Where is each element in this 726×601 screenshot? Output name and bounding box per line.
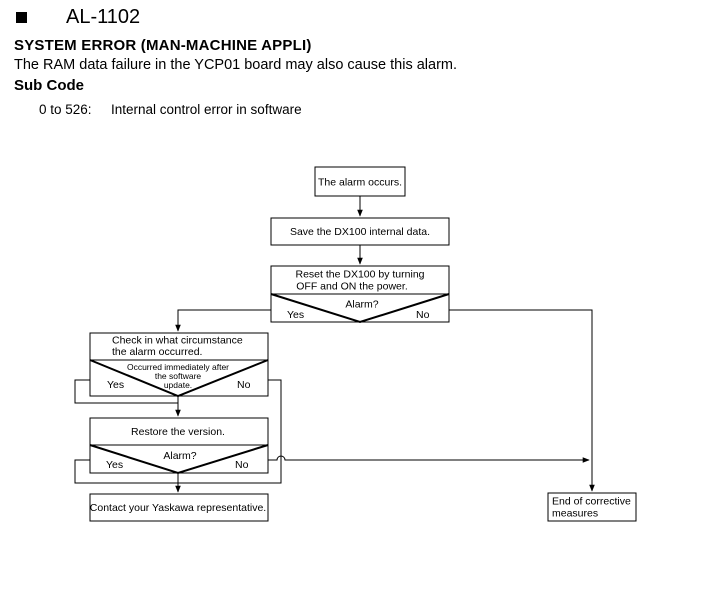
decision1-label: Alarm?: [345, 299, 378, 311]
alarm-description: The RAM data failure in the YCP01 board …: [14, 57, 458, 73]
start-label: The alarm occurs.: [318, 177, 402, 189]
decision1-diamond: [270, 293, 450, 324]
connector-decision3-no-end: [268, 455, 590, 463]
check-label-line2: the alarm occurred.: [112, 346, 202, 358]
restore-label: Restore the version.: [131, 426, 225, 438]
connector-decision3-yes-contact: [74, 459, 178, 484]
decision1-no-label: No: [416, 309, 430, 321]
subcode-heading: Sub Code: [14, 77, 84, 94]
subcode-range: 0 to 526:: [39, 102, 92, 117]
connector-decision1-yes-check: [175, 309, 271, 332]
title-row: [14, 4, 27, 30]
subcode-row: 0 to 526: Internal control error in softw…: [39, 102, 302, 117]
decision2-label-line2: the software: [155, 371, 202, 381]
end-box: [547, 492, 637, 522]
reset-label-line1: Reset the DX100 by turning: [296, 269, 425, 281]
decision2-no-label: No: [237, 379, 251, 391]
square-bullet-icon: [16, 11, 27, 23]
start-box: [314, 166, 406, 197]
decision2-label-line1: Occurred immediately after: [127, 362, 229, 372]
alarm-name: SYSTEM ERROR (MAN-MACHINE APPLI): [14, 37, 312, 54]
check-label-line1: Check in what circumstance: [112, 335, 243, 347]
end-label-line2: measures: [552, 508, 598, 520]
decision3-yes-label: Yes: [106, 459, 123, 471]
connector-decision1-no-end: [449, 309, 595, 492]
connector-decision2-no-contact: [178, 379, 282, 484]
end-label-line1: End of corrective: [552, 496, 631, 508]
subcode-meaning: Internal control error in software: [111, 102, 302, 117]
connector-decision2-yes-restore: [74, 379, 178, 404]
check-decision-box: [89, 332, 269, 397]
contact-box: [89, 493, 269, 522]
reset-label-line2: OFF and ON the power.: [296, 281, 407, 293]
alarm-code: AL-1102: [66, 6, 141, 28]
decision3-label: Alarm?: [163, 450, 196, 462]
decision1-yes-label: Yes: [287, 309, 304, 321]
save-label: Save the DX100 internal data.: [290, 226, 430, 238]
decision3-no-label: No: [235, 459, 249, 471]
decision2-label-line3: update.: [164, 380, 192, 390]
save-box: [270, 217, 450, 246]
contact-label: Contact your Yaskawa representative.: [90, 502, 266, 514]
decision2-yes-label: Yes: [107, 379, 124, 391]
